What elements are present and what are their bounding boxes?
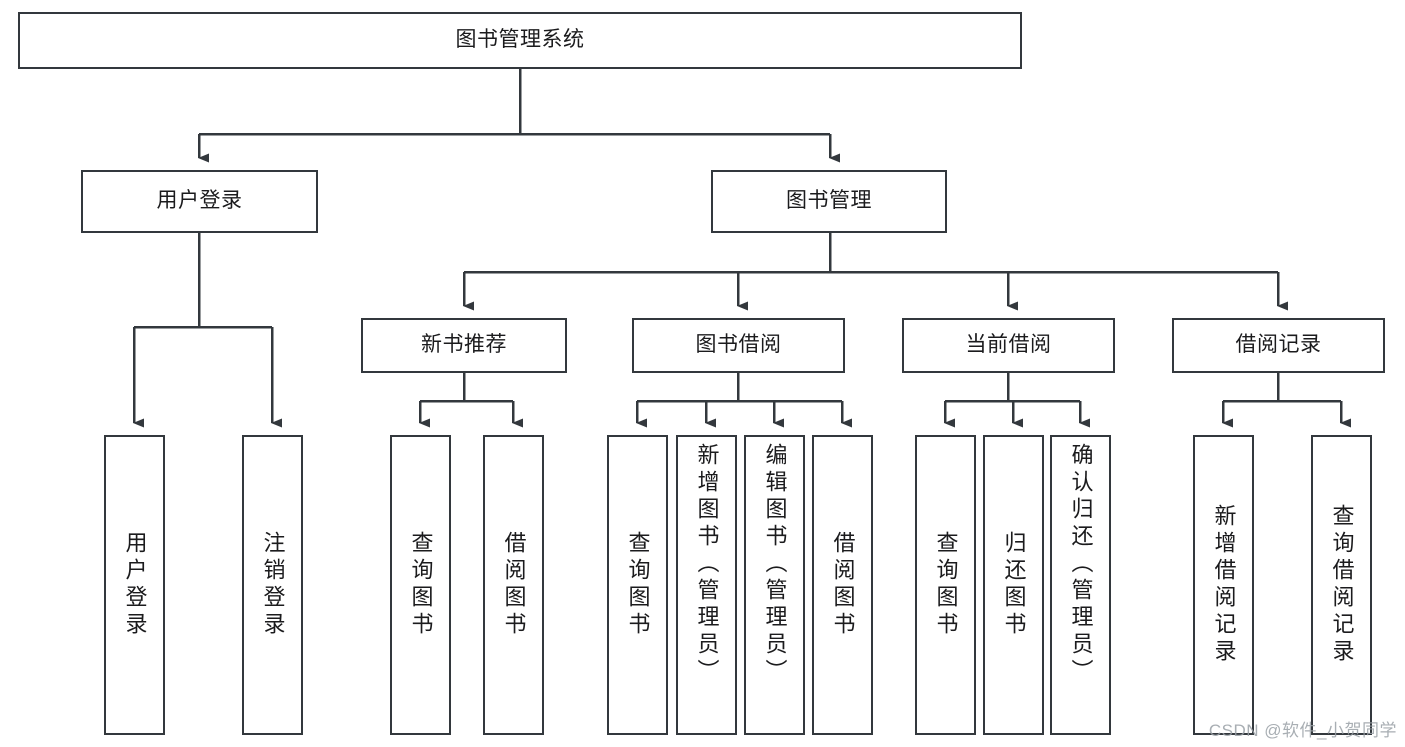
node-borrow-record-label: 借阅记录: [1235, 333, 1322, 357]
node-leaf-query-book-borrow-label: 查询图书: [625, 531, 651, 639]
node-leaf-query-book-recommend-label: 查询图书: [408, 531, 434, 639]
node-leaf-borrow-book-recommend[interactable]: 借阅图书: [483, 435, 544, 735]
node-root-system[interactable]: 图书管理系统: [18, 12, 1022, 69]
node-leaf-query-book-borrow[interactable]: 查询图书: [607, 435, 668, 735]
node-leaf-borrow-book-borrow[interactable]: 借阅图书: [812, 435, 873, 735]
node-book-management[interactable]: 图书管理: [711, 170, 947, 233]
node-leaf-query-book-current-label: 查询图书: [933, 531, 959, 639]
node-leaf-edit-book-admin[interactable]: 编辑图书（管理员）: [744, 435, 805, 735]
node-book-borrow-label: 图书借阅: [695, 333, 782, 357]
node-current-borrow-label: 当前借阅: [965, 333, 1052, 357]
node-leaf-return-book[interactable]: 归还图书: [983, 435, 1044, 735]
csdn-watermark: CSDN @软件_小贺同学: [1208, 721, 1397, 740]
node-leaf-add-book-admin[interactable]: 新增图书（管理员）: [676, 435, 737, 735]
node-leaf-edit-book-admin-label: 编辑图书（管理员）: [762, 443, 788, 686]
node-user-login-label: 用户登录: [156, 189, 243, 213]
node-leaf-add-borrow-record[interactable]: 新增借阅记录: [1193, 435, 1254, 735]
node-book-management-label: 图书管理: [786, 189, 872, 213]
node-leaf-user-login-label: 用户登录: [122, 531, 148, 639]
node-leaf-return-book-label: 归还图书: [1001, 531, 1027, 639]
node-user-login[interactable]: 用户登录: [81, 170, 318, 233]
node-new-book-recommend-label: 新书推荐: [421, 333, 507, 357]
node-leaf-add-borrow-record-label: 新增借阅记录: [1211, 504, 1237, 666]
node-leaf-logout[interactable]: 注销登录: [242, 435, 303, 735]
node-current-borrow[interactable]: 当前借阅: [902, 318, 1115, 373]
node-leaf-borrow-book-recommend-label: 借阅图书: [501, 531, 527, 639]
node-book-borrow[interactable]: 图书借阅: [632, 318, 845, 373]
node-leaf-query-book-recommend[interactable]: 查询图书: [390, 435, 451, 735]
node-leaf-query-borrow-record[interactable]: 查询借阅记录: [1311, 435, 1372, 735]
node-leaf-borrow-book-borrow-label: 借阅图书: [830, 531, 856, 639]
node-leaf-query-book-current[interactable]: 查询图书: [915, 435, 976, 735]
node-leaf-confirm-return-admin-label: 确认归还（管理员）: [1068, 443, 1094, 686]
node-leaf-query-borrow-record-label: 查询借阅记录: [1329, 504, 1355, 666]
node-leaf-add-book-admin-label: 新增图书（管理员）: [694, 443, 720, 686]
node-root-system-label: 图书管理系统: [455, 28, 585, 52]
node-leaf-confirm-return-admin[interactable]: 确认归还（管理员）: [1050, 435, 1111, 735]
node-borrow-record[interactable]: 借阅记录: [1172, 318, 1385, 373]
node-new-book-recommend[interactable]: 新书推荐: [361, 318, 567, 373]
node-leaf-user-login[interactable]: 用户登录: [104, 435, 165, 735]
node-leaf-logout-label: 注销登录: [260, 531, 286, 639]
